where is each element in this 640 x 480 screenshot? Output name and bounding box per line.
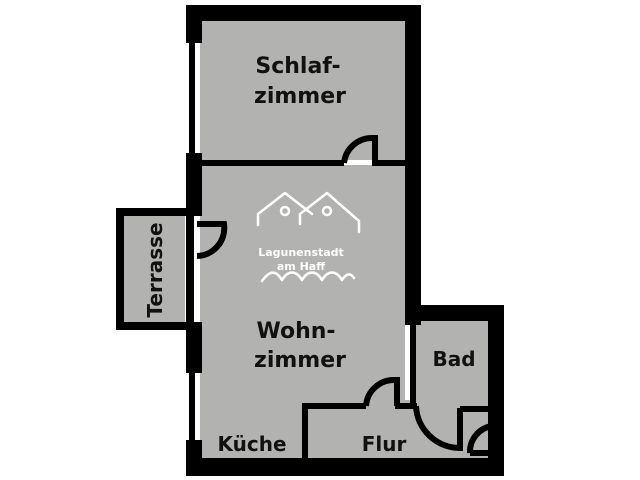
wall-terrasse-right (186, 208, 194, 330)
two-houses-on-waves-icon (256, 191, 361, 283)
floor-bad (415, 320, 490, 410)
wall-bad-top (405, 305, 504, 321)
logo-text-line1: Lagunenstadt (258, 246, 344, 259)
wall-terrasse-top (116, 208, 202, 216)
room-label-bad: Bad (432, 347, 475, 371)
walls (116, 5, 504, 476)
room-label-flur: Flur (362, 432, 407, 456)
wall-flur-top-left (302, 403, 366, 409)
floor-terrasse (123, 215, 185, 323)
room-label-wohnzimmer-line1: Wohn- (256, 319, 335, 344)
doors (196, 134, 493, 454)
wall-bedroom-partition-right (372, 160, 407, 166)
floor-areas (123, 20, 490, 460)
logo-text-line2: am Haff (277, 260, 325, 273)
wall-terrasse-bottom (116, 322, 202, 330)
wall-flur-left (302, 403, 308, 461)
wall-terrasse-left (116, 208, 124, 330)
wall-right-upper (405, 5, 421, 325)
wall-top (186, 5, 420, 21)
room-label-schlafzimmer-line2: zimmer (254, 84, 346, 109)
wall-bedroom-partition-left (186, 160, 344, 166)
wall-flur-top-right (395, 403, 417, 409)
wall-bad-bottom (460, 406, 490, 412)
door-abstellraum[interactable] (466, 423, 493, 454)
door-bad[interactable] (413, 405, 463, 452)
wall-bottom (186, 458, 504, 476)
wall-left-upper (189, 20, 195, 160)
door-flur-wohnzimmer[interactable] (363, 376, 400, 407)
wall-left-lower (189, 370, 195, 445)
room-label-wohnzimmer-line2: zimmer (254, 348, 346, 373)
wall-bad-left (410, 320, 416, 408)
wall-bad-door-jamb (470, 450, 490, 456)
wall-left-post-mid (186, 153, 202, 215)
door-schlafzimmer[interactable] (341, 134, 378, 164)
wall-left-post-lower (186, 325, 202, 373)
wall-right-lower (488, 305, 504, 476)
room-label-terrasse: Terrasse (143, 222, 167, 317)
room-label-schlafzimmer-line1: Schlaf- (255, 54, 340, 79)
room-label-kueche: Küche (217, 432, 286, 456)
door-terrasse[interactable] (196, 221, 228, 259)
